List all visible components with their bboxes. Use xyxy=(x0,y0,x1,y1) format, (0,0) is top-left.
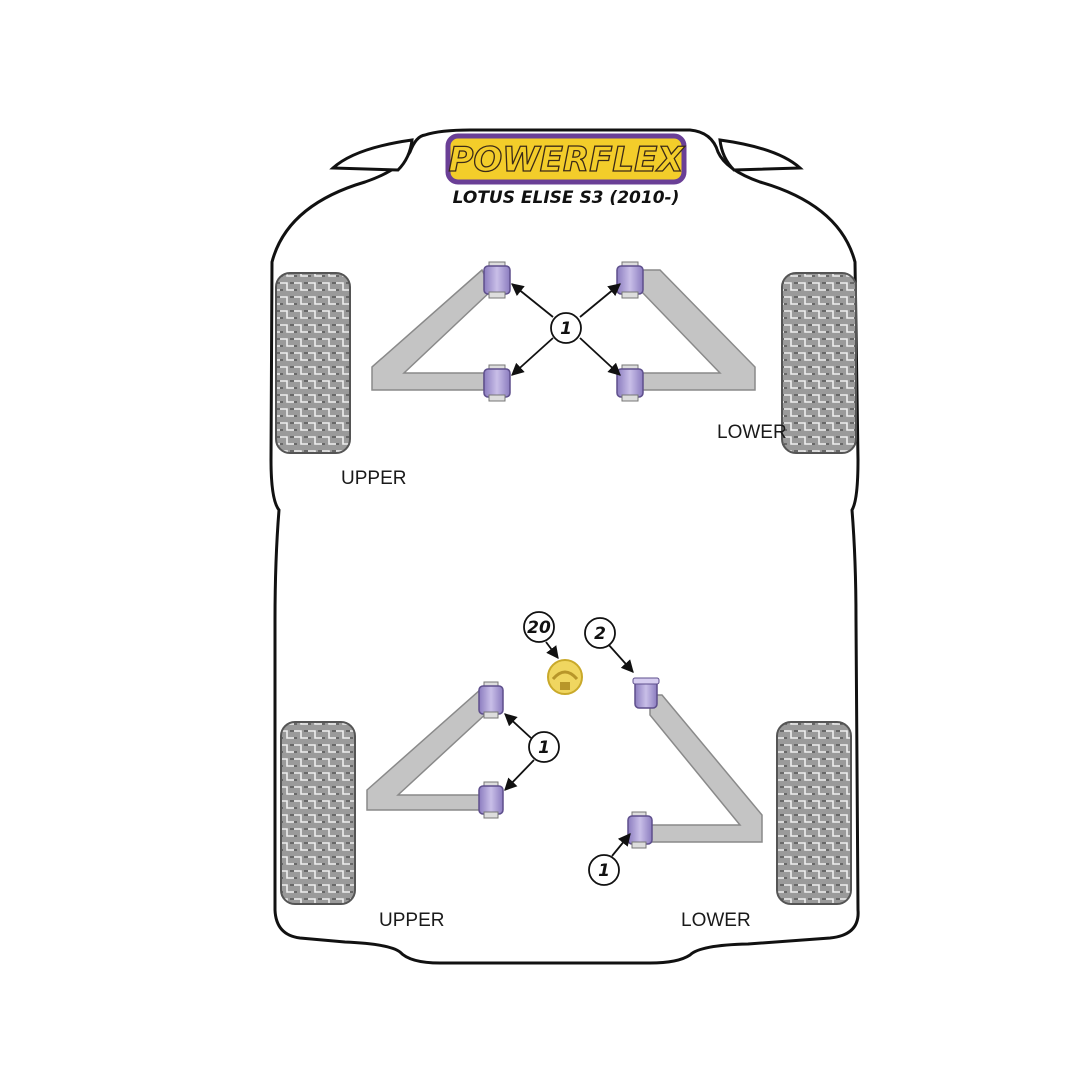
callout-arrow xyxy=(607,643,634,673)
front-right-tyre xyxy=(781,272,857,454)
bush xyxy=(478,781,504,819)
logo-text: POWERFLEX xyxy=(448,140,685,180)
front-callout-arrows xyxy=(511,283,621,376)
bush xyxy=(632,677,660,709)
callout-number: 2 xyxy=(594,624,606,644)
callout-circle xyxy=(550,312,582,344)
powerflex-logo: POWERFLEX xyxy=(445,133,687,185)
callout-arrow xyxy=(611,833,631,857)
left-mirror xyxy=(329,138,414,172)
callout-circle xyxy=(528,731,560,763)
callout-arrow xyxy=(545,641,559,660)
car-body-outline xyxy=(269,128,860,965)
label-front-lower: LOWER xyxy=(717,422,787,443)
label-rear-lower: LOWER xyxy=(681,910,751,931)
label-rear-upper: UPPER xyxy=(379,910,444,931)
engine-mount-insert xyxy=(547,659,583,695)
callout-circle xyxy=(584,617,616,649)
bush xyxy=(616,261,644,299)
front-left-tyre xyxy=(275,272,351,454)
rear-left-tyre xyxy=(280,721,356,905)
callout-number: 1 xyxy=(598,861,610,881)
rear-left-callout-arrows xyxy=(504,713,535,791)
bush xyxy=(478,681,504,719)
callout-circle xyxy=(588,854,620,886)
right-mirror xyxy=(718,138,804,172)
callout-number: 1 xyxy=(538,738,550,758)
rear-right-tyre xyxy=(776,721,852,905)
bush xyxy=(627,811,653,849)
label-front-upper: UPPER xyxy=(341,468,406,489)
callout-number: 20 xyxy=(527,618,551,638)
bush xyxy=(616,364,644,402)
bush xyxy=(483,261,511,299)
callout-circle xyxy=(523,611,555,643)
bush xyxy=(483,364,511,402)
callout-number: 1 xyxy=(560,319,572,339)
model-title: LOTUS ELISE S3 (2010-) xyxy=(453,188,680,208)
